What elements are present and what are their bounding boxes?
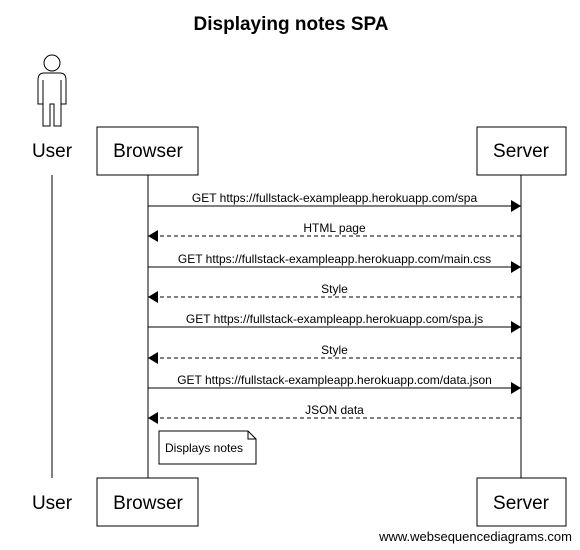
message-label: GET https://fullstack-exampleapp.herokua… [178, 252, 491, 266]
message-label: JSON data [305, 403, 364, 417]
participant-user-label-bottom: User [32, 493, 73, 514]
message-label: HTML page [303, 221, 366, 235]
message-label: GET https://fullstack-exampleapp.herokua… [177, 373, 492, 387]
participant-server-label-top: Server [493, 141, 550, 162]
participant-browser-label-bottom: Browser [113, 493, 183, 514]
message-label: Style [321, 282, 348, 296]
participant-browser-label-top: Browser [113, 141, 183, 162]
participant-browser-box-top [96, 126, 199, 176]
participant-browser-box-bottom [96, 477, 199, 527]
user-actor-icon [37, 54, 67, 127]
message-label: GET https://fullstack-exampleapp.herokua… [192, 191, 478, 205]
messages-group: GET https://fullstack-exampleapp.herokua… [148, 191, 521, 424]
note: Displays notes [158, 430, 257, 465]
footer-watermark: www.websequencediagrams.com [379, 529, 572, 544]
note-text: Displays notes [165, 441, 243, 455]
message-label: Style [321, 343, 348, 357]
message-label: GET https://fullstack-exampleapp.herokua… [186, 312, 483, 326]
diagram-title: Displaying notes SPA [194, 14, 389, 35]
participant-server-box-top [476, 126, 567, 176]
participant-user-label-top: User [32, 141, 73, 162]
participant-server-label-bottom: Server [493, 493, 550, 514]
participant-server-box-bottom [476, 477, 567, 527]
